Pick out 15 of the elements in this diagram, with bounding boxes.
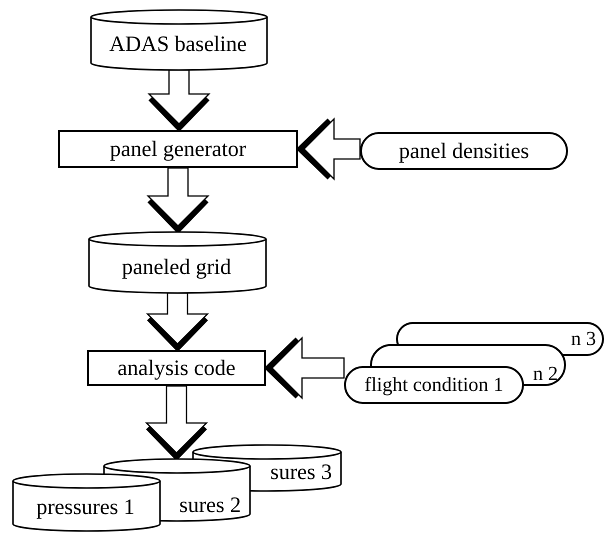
block-arrow	[146, 292, 210, 352]
node-label: panel densities	[398, 140, 530, 162]
process-box	[87, 350, 266, 386]
node-label: flight condition 1	[364, 375, 504, 395]
node-label: sures 2	[179, 494, 241, 516]
node-label: pressures 1	[36, 496, 135, 518]
node-label: paneled grid	[122, 256, 232, 278]
node-label: panel generator	[110, 138, 246, 160]
node-label: n 3	[571, 329, 596, 349]
node-label: sures 3	[270, 461, 332, 483]
node-label: n 2	[533, 364, 558, 384]
block-arrow	[147, 69, 211, 132]
node-label: analysis code	[118, 357, 236, 379]
process-box	[58, 130, 298, 168]
node-label: ADAS baseline	[109, 33, 247, 55]
